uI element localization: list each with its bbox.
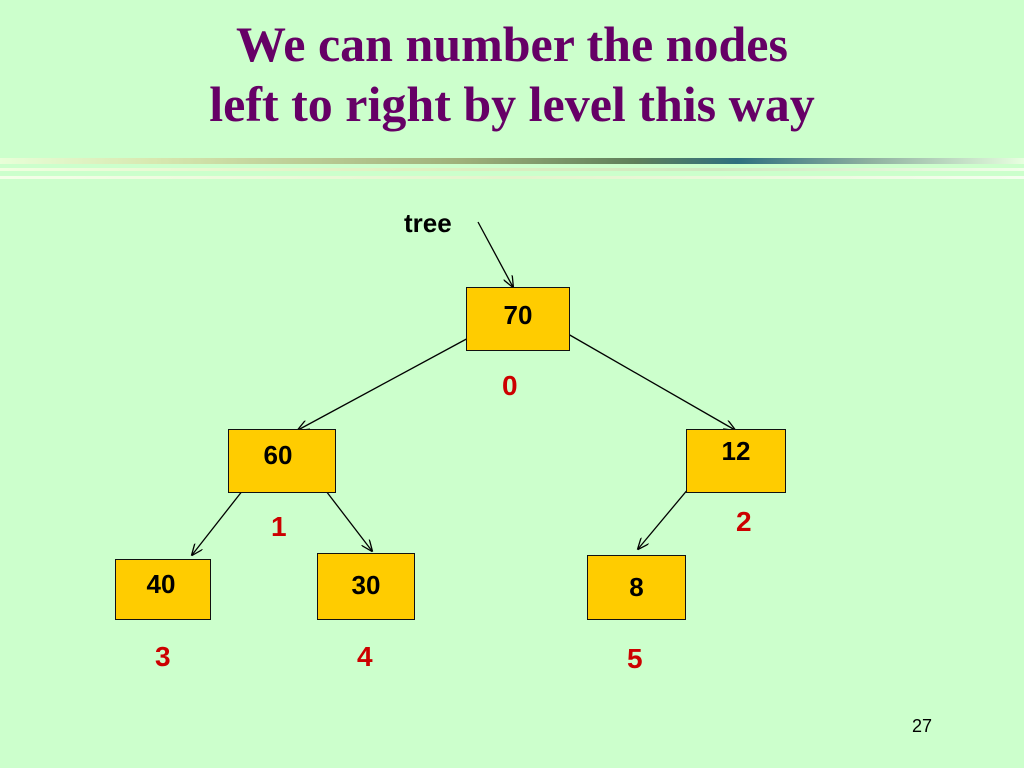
slide-title: We can number the nodes left to right by… <box>0 14 1024 134</box>
node-index: 2 <box>736 506 752 537</box>
tree-node: 30 <box>317 553 415 620</box>
title-divider-thin <box>0 168 1024 171</box>
title-divider-thin-lower <box>0 176 1024 179</box>
tree-node: 12 <box>686 429 786 493</box>
node-value: 60 <box>263 440 293 470</box>
tree-node: 40 <box>115 559 211 620</box>
page-number: 27 <box>912 716 933 736</box>
node-index: 3 <box>155 641 171 672</box>
node-value: 8 <box>629 572 644 602</box>
node-value: 70 <box>503 300 533 330</box>
tree-pointer-label: tree <box>404 208 452 238</box>
edge-70-60 <box>298 335 473 430</box>
title-line-2: left to right by level this way <box>209 76 815 132</box>
edge-70-12 <box>567 333 735 430</box>
tree-node: 70 <box>466 287 570 351</box>
title-divider <box>0 158 1024 164</box>
tree-node: 8 <box>587 555 686 620</box>
node-index: 1 <box>271 511 287 542</box>
pointer-arrow <box>477 221 513 287</box>
node-index: 0 <box>502 370 518 401</box>
node-value: 12 <box>721 436 751 466</box>
node-value: 40 <box>146 569 176 599</box>
node-value: 30 <box>351 570 381 600</box>
node-index: 4 <box>357 641 373 672</box>
title-line-1: We can number the nodes <box>236 16 788 72</box>
node-index: 5 <box>627 643 643 674</box>
tree-node: 60 <box>228 429 336 493</box>
